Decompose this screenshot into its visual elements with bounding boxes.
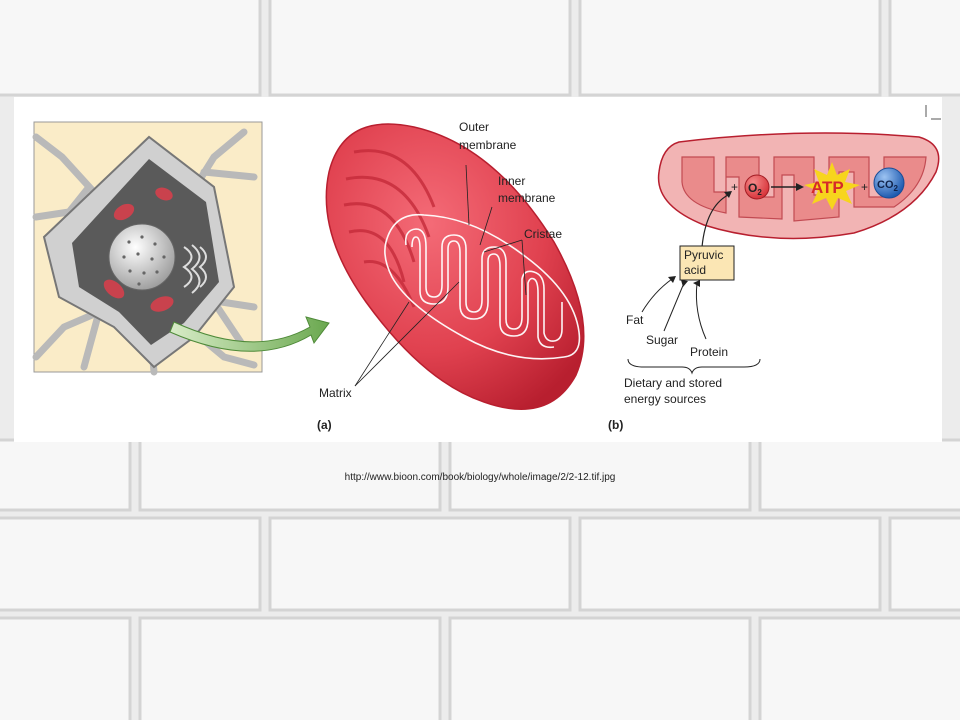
energy-pathway-diagram: + O2 ATP + CO2 Pyruvic acid Fat Sugar Pr… bbox=[608, 132, 940, 432]
sources-brace bbox=[627, 358, 761, 375]
pyruvic-acid-box bbox=[679, 245, 735, 281]
corner-marks bbox=[925, 105, 941, 120]
panel-b-tag: (b) bbox=[608, 418, 623, 432]
source-url: http://www.bioon.com/book/biology/whole/… bbox=[344, 472, 616, 483]
inner-membrane-label: Inner bbox=[498, 174, 525, 188]
sugar-label: Sugar bbox=[646, 333, 678, 347]
fat-label: Fat bbox=[626, 313, 644, 327]
co2-molecule bbox=[873, 167, 905, 199]
plus-sign-1: + bbox=[731, 180, 738, 194]
atp-starburst bbox=[804, 162, 860, 210]
dietary-label: Dietary and stored bbox=[624, 376, 722, 390]
neuron-cutaway-illustration bbox=[32, 121, 263, 376]
mitochondrion-illustration: Outer membrane Inner membrane Cristae Ma… bbox=[317, 120, 585, 432]
svg-text:O2: O2 bbox=[748, 181, 762, 197]
outer-membrane-label-line2: membrane bbox=[459, 138, 517, 152]
pyruvic-acid-label: Pyruvic bbox=[684, 248, 723, 262]
outer-membrane-label: Outer bbox=[459, 120, 489, 134]
protein-label: Protein bbox=[690, 345, 728, 359]
svg-text:CO2: CO2 bbox=[877, 179, 899, 193]
plus-sign-2: + bbox=[861, 180, 868, 194]
matrix-label: Matrix bbox=[319, 386, 352, 400]
dietary-label-line2: energy sources bbox=[624, 392, 706, 406]
pyruvic-acid-label-line2: acid bbox=[684, 263, 706, 277]
panel-a-tag: (a) bbox=[317, 418, 332, 432]
magnify-arrow bbox=[169, 316, 330, 352]
o2-molecule bbox=[744, 174, 770, 200]
cristae-label: Cristae bbox=[524, 227, 562, 241]
inner-membrane-label-line2: membrane bbox=[498, 191, 556, 205]
atp-label: ATP bbox=[811, 178, 844, 197]
mitochondria-figure: Outer membrane Inner membrane Cristae Ma… bbox=[14, 97, 942, 442]
